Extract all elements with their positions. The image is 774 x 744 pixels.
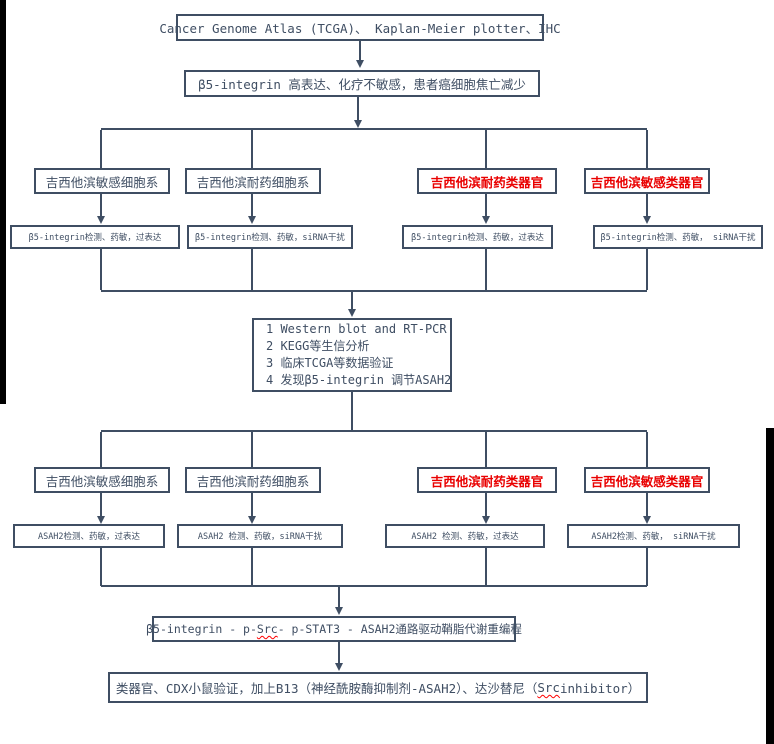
branch1-sensitive-organoid-box: 吉西他滨敏感类器官: [584, 168, 710, 194]
connector-source-to-finding: [359, 41, 361, 61]
analysis-line-4: 4 发现β5-integrin 调节ASAH2: [266, 373, 452, 387]
branch2-sensitive-organoid-box: 吉西他滨敏感类器官: [584, 467, 710, 493]
branch1-action-box-4: β5-integrin检测、药敏， siRNA干扰: [593, 225, 763, 249]
analysis-line-3: 3 临床TCGA等数据验证: [266, 356, 394, 370]
branch1-drop-3: [485, 130, 487, 168]
branch2-arrowhead-3: [482, 516, 490, 524]
branch2-arrowhead-4: [643, 516, 651, 524]
branch2-arrow-3: [485, 493, 487, 516]
branch1-drop-2: [251, 130, 253, 168]
branch2-action-box-4: ASAH2检测、药敏， siRNA干扰: [567, 524, 740, 548]
branch1-converge-drop-4: [646, 249, 648, 290]
branch1-distribution-line: [101, 128, 647, 130]
branch1-converge-drop-3: [485, 249, 487, 290]
validation-text-post: inhibitor）: [559, 681, 641, 696]
branch1-arrow-4: [646, 194, 648, 216]
arrowhead-source-to-finding: [356, 60, 364, 68]
arrowhead-to-analysis: [348, 309, 356, 317]
branch2-distribution-line: [101, 430, 647, 432]
branch1-action-box-1: β5-integrin检测、药敏，过表达: [10, 225, 180, 249]
branch1-drop-4: [646, 130, 648, 168]
branch2-resistant-cell-line-box: 吉西他滨耐药细胞系: [185, 467, 321, 493]
source-data-box: Cancer Genome Atlas (TCGA)、 Kaplan-Meier…: [159, 14, 561, 41]
branch2-arrow-2: [251, 493, 253, 516]
branch1-arrowhead-2: [248, 216, 256, 224]
branch2-drop-3: [485, 432, 487, 467]
branch2-converge-drop-4: [646, 548, 648, 586]
branch2-arrow-4: [646, 493, 648, 516]
branch1-converge-line: [101, 290, 647, 292]
analysis-line-2: 2 KEGG等生信分析: [266, 339, 370, 353]
branch2-drop-2: [251, 432, 253, 467]
branch2-arrow-1: [100, 493, 102, 516]
validation-text-pre: 类器官、CDX小鼠验证，加上B13（神经酰胺酶抑制剂-ASAH2）、达沙替尼（: [115, 681, 538, 696]
branch2-converge-drop-1: [100, 548, 102, 586]
branch1-converge-drop-2: [251, 249, 253, 290]
branch2-converge-line: [101, 585, 647, 587]
branch1-arrow-1: [100, 194, 102, 216]
branch1-drop-1: [100, 130, 102, 168]
right-black-bar: [766, 428, 774, 744]
branch2-action-box-1: ASAH2检测、药敏，过表达: [13, 524, 165, 548]
branch1-resistant-organoid-box: 吉西他滨耐药类器官: [417, 168, 557, 194]
branch2-drop-4: [646, 432, 648, 467]
branch2-sensitive-cell-line-box: 吉西他滨敏感细胞系: [34, 467, 170, 493]
branch1-sensitive-cell-line-box: 吉西他滨敏感细胞系: [34, 168, 170, 194]
branch1-action-box-2: β5-integrin检测、药敏，siRNA干扰: [187, 225, 353, 249]
connector-finding-to-branch1: [357, 97, 359, 121]
branch2-drop-1: [100, 432, 102, 467]
branch1-action-box-3: β5-integrin检测、药敏，过表达: [402, 225, 553, 249]
finding-box: β5-integrin 高表达、化疗不敏感，患者癌细胞焦亡减少: [184, 70, 540, 97]
branch2-resistant-organoid-box: 吉西他滨耐药类器官: [417, 467, 557, 493]
arrowhead-finding-to-branch1: [354, 120, 362, 128]
branch1-arrowhead-4: [643, 216, 651, 224]
connector-to-analysis: [351, 292, 353, 310]
pathway-text-pre: β5-integrin - p-: [146, 622, 257, 636]
arrowhead-pathway-to-validation: [335, 663, 343, 671]
connector-pathway-to-validation: [338, 642, 340, 664]
pathway-text-post: - p-STAT3 - ASAH2通路驱动鞘脂代谢重编程: [277, 622, 522, 636]
branch2-action-box-3: ASAH2 检测、药敏，过表达: [385, 524, 545, 548]
branch2-action-box-2: ASAH2 检测、药敏，siRNA干扰: [177, 524, 343, 548]
branch1-arrowhead-1: [97, 216, 105, 224]
validation-src-underlined: Src: [537, 680, 560, 695]
branch1-arrowhead-3: [482, 216, 490, 224]
left-black-bar: [0, 0, 6, 404]
branch2-converge-drop-3: [485, 548, 487, 586]
connector-analysis-to-branch2: [351, 392, 353, 430]
analysis-line-1: 1 Western blot and RT-PCR: [266, 322, 447, 336]
arrowhead-to-pathway: [335, 607, 343, 615]
branch1-resistant-cell-line-box: 吉西他滨耐药细胞系: [185, 168, 321, 194]
branch2-arrowhead-2: [248, 516, 256, 524]
branch1-converge-drop-1: [100, 249, 102, 290]
branch2-converge-drop-2: [251, 548, 253, 586]
validation-box: 类器官、CDX小鼠验证，加上B13（神经酰胺酶抑制剂-ASAH2）、达沙替尼（S…: [108, 672, 648, 703]
pathway-box: β5-integrin - p-Src - p-STAT3 - ASAH2通路驱…: [146, 616, 522, 642]
branch2-arrowhead-1: [97, 516, 105, 524]
branch1-arrow-2: [251, 194, 253, 216]
connector-to-pathway: [338, 587, 340, 608]
analysis-box: 1 Western blot and RT-PCR 2 KEGG等生信分析 3 …: [252, 318, 452, 392]
branch1-arrow-3: [485, 194, 487, 216]
pathway-src-underlined: Src: [256, 622, 278, 636]
